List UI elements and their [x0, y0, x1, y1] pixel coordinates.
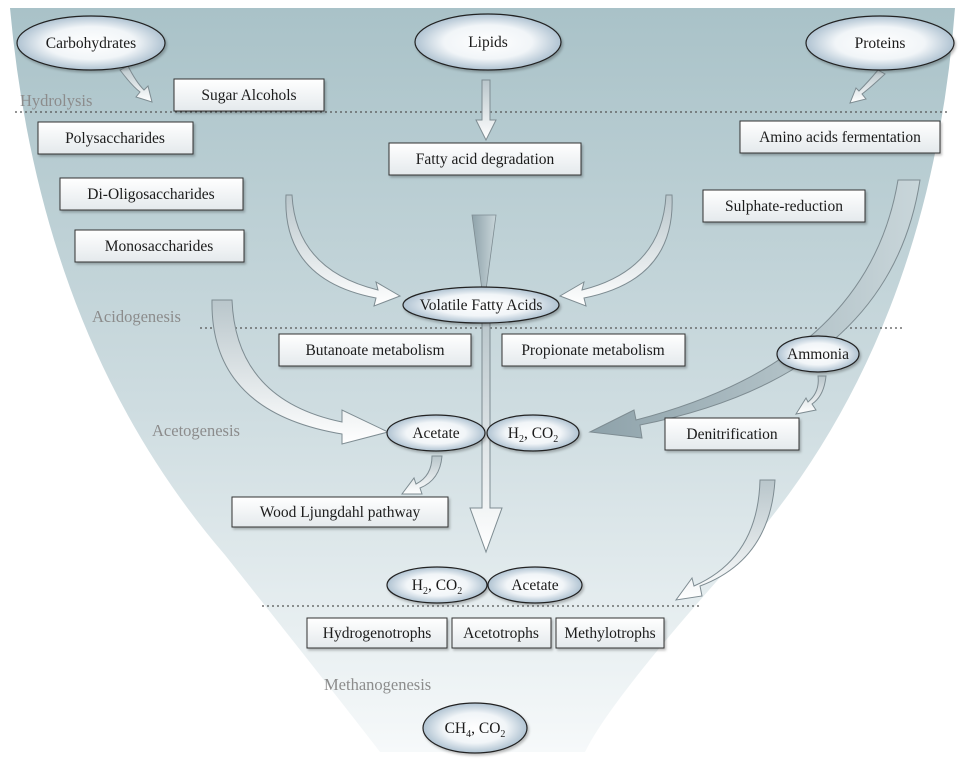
box-wood-ljungdahl: Wood Ljungdahl pathway — [231, 496, 449, 528]
ellipse-ammonia: Ammonia — [776, 335, 860, 373]
carbohydrates-label: Carbohydrates — [46, 35, 136, 52]
ellipse-h2-co2-lower: H2, CO2 — [386, 566, 488, 604]
box-methylotrophs: Methylotrophs — [555, 617, 665, 649]
arrow-carbohydrates-hydrolysis — [119, 65, 153, 103]
box-amino-acids-fermentation: Amino acids fermentation — [739, 120, 941, 154]
amino-acids-fermentation-label: Amino acids fermentation — [759, 129, 921, 146]
arrow-ammonia-to-denitrification — [794, 375, 827, 415]
wood-ljungdahl-label: Wood Ljungdahl pathway — [260, 504, 421, 521]
box-denitrification: Denitrification — [664, 417, 800, 451]
substrate-lipids: Lipids — [414, 13, 562, 71]
substrate-proteins: Proteins — [805, 15, 955, 71]
arrow-fatty-to-vfa — [558, 194, 673, 307]
box-hydrogenotrophs: Hydrogenotrophs — [306, 617, 448, 649]
proteins-label: Proteins — [855, 35, 906, 52]
acetate-lower-label: Acetate — [511, 577, 558, 594]
stage-label-acidogenesis: Acidogenesis — [92, 307, 181, 326]
box-sulphate-reduction: Sulphate-reduction — [702, 189, 866, 223]
arrow-sugars-to-vfa — [285, 194, 402, 307]
hydrogenotrophs-label: Hydrogenotrophs — [323, 625, 432, 642]
box-sugar-alcohols: Sugar Alcohols — [173, 78, 325, 112]
sugar-alcohols-label: Sugar Alcohols — [201, 87, 296, 104]
propionate-metabolism-label: Propionate metabolism — [521, 342, 664, 359]
substrate-carbohydrates: Carbohydrates — [16, 15, 166, 71]
stage-label-methanogenesis: Methanogenesis — [324, 675, 431, 694]
butanoate-metabolism-label: Butanoate metabolism — [305, 342, 444, 359]
ellipse-acetate-upper: Acetate — [386, 414, 486, 452]
ellipse-h2-co2-upper: H2, CO2 — [486, 414, 580, 452]
ellipse-acetate-lower: Acetate — [487, 566, 583, 604]
ellipse-volatile-fatty-acids: Volatile Fatty Acids — [402, 286, 560, 324]
arrow-acidogenesis-to-acetate — [211, 299, 390, 445]
box-butanoate-metabolism: Butanoate metabolism — [278, 333, 472, 367]
denitrification-label: Denitrification — [686, 426, 777, 443]
box-acetotrophs: Acetotrophs — [451, 617, 552, 649]
stage-label-acetogenesis: Acetogenesis — [152, 421, 240, 440]
ammonia-label: Ammonia — [787, 346, 849, 363]
box-polysaccharides: Polysaccharides — [37, 121, 194, 155]
arrow-vfa-down — [469, 317, 503, 554]
arrow-right-to-methanogenesis — [674, 479, 776, 601]
ellipse-ch4-co2: CH4, CO2 — [422, 702, 528, 754]
polysaccharides-label: Polysaccharides — [65, 130, 165, 147]
acetotrophs-label: Acetotrophs — [463, 625, 539, 642]
vfa-label: Volatile Fatty Acids — [420, 297, 543, 314]
arrow-proteins-down — [849, 69, 886, 104]
di-oligosaccharides-label: Di-Oligosaccharides — [87, 186, 214, 203]
monosaccharides-label: Monosaccharides — [105, 238, 213, 255]
stage-label-hydrolysis: Hydrolysis — [20, 91, 92, 110]
box-monosaccharides: Monosaccharides — [74, 229, 245, 263]
acetate-upper-label: Acetate — [412, 425, 459, 442]
arrow-acetate-to-wood — [401, 455, 443, 495]
h2-co2-upper-label: H2, CO2 — [508, 425, 559, 445]
arrow-amino-to-h2co2 — [588, 179, 921, 439]
methylotrophs-label: Methylotrophs — [564, 625, 655, 642]
box-propionate-metabolism: Propionate metabolism — [501, 333, 686, 367]
sulphate-reduction-label: Sulphate-reduction — [725, 198, 843, 215]
arrow-lipids-down — [475, 79, 497, 142]
ch4-co2-label: CH4, CO2 — [445, 720, 506, 740]
box-di-oligosaccharides: Di-Oligosaccharides — [59, 177, 244, 211]
box-fatty-acid-degradation: Fatty acid degradation — [388, 142, 582, 176]
fatty-acid-degradation-label: Fatty acid degradation — [416, 151, 555, 168]
h2-co2-lower-label: H2, CO2 — [412, 577, 463, 597]
lipids-label: Lipids — [468, 34, 508, 51]
